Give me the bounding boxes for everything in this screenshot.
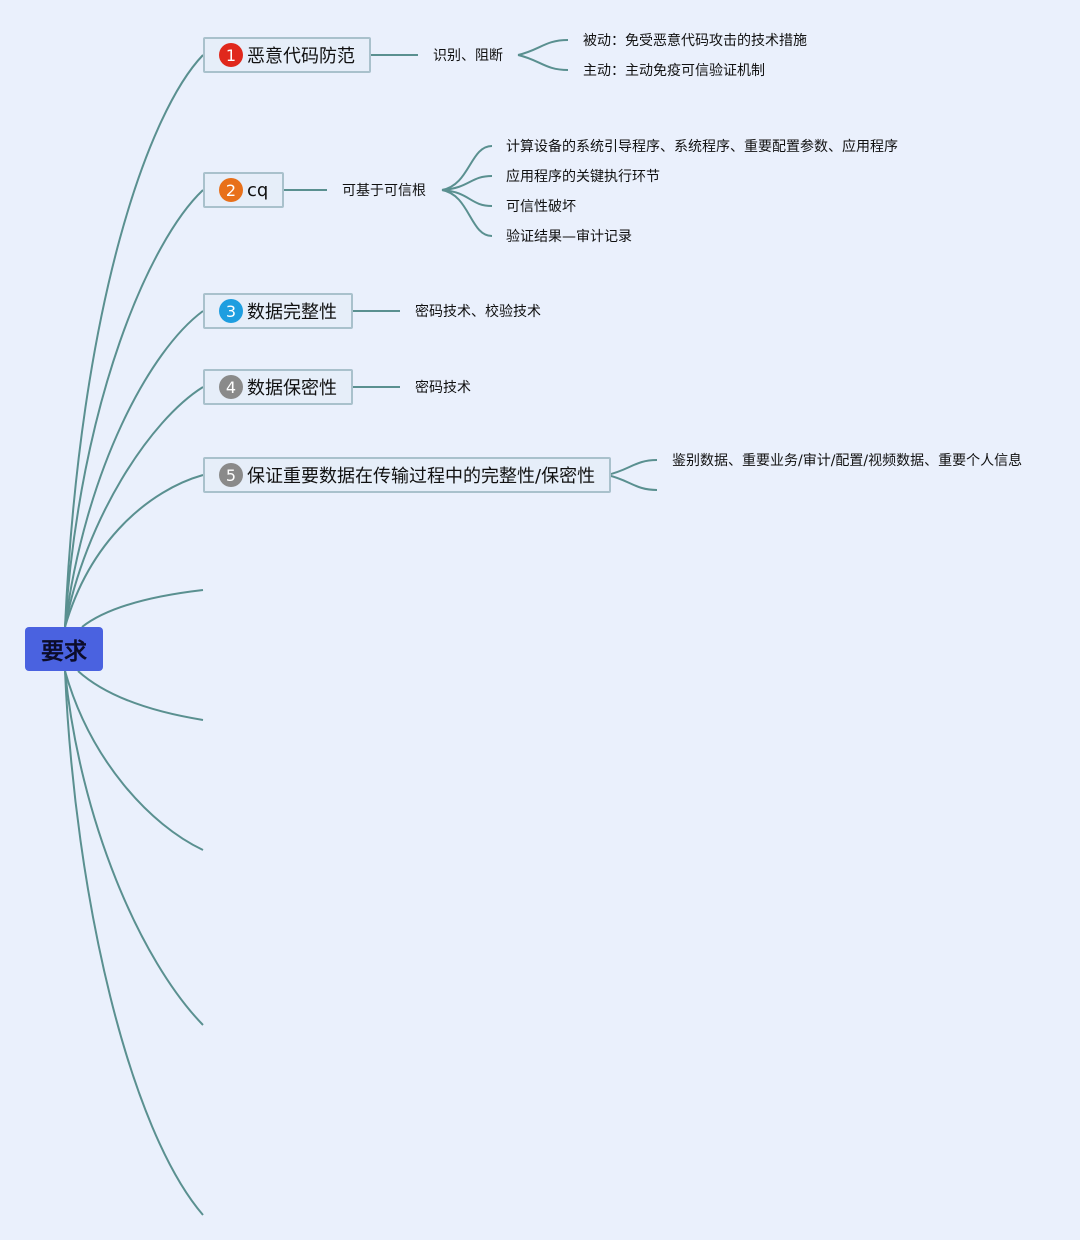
connector-root-branch-9 [64,670,204,1026]
connector-sub1-leaf-2 [517,54,569,71]
root-node[interactable]: 要求 [25,627,103,671]
connector-sub2-leaf-1 [441,145,493,191]
subtopic-node-2[interactable]: 可基于可信根 [342,183,426,199]
connector-root-branch-8 [64,670,204,851]
leaf-node-t2-2[interactable]: 应用程序的关键执行环节 [506,169,660,185]
topic-node-5[interactable]: 5 保证重要数据在传输过程中的完整性/保密性 [203,457,612,493]
connector-topic5-leaf-1 [606,459,658,476]
connector-sub2-leaf-4 [441,189,493,237]
topic-label: cq [247,179,269,201]
topic-node-2[interactable]: 2 cq [203,172,285,208]
connector-sub2-leaf-2 [441,175,493,191]
connector-root-branch-6 [81,589,204,628]
leaf-node-t2-4[interactable]: 验证结果—审计记录 [506,229,632,245]
connector-sub1-leaf-1 [517,39,569,56]
leaf-node-t1-1[interactable]: 被动：免受恶意代码攻击的技术措施 [583,33,807,49]
leaf-node-t1-2[interactable]: 主动：主动免疫可信验证机制 [583,63,765,79]
number-badge-icon: 4 [219,375,243,399]
connector-root-topic-5 [64,474,204,628]
connector-sub2-leaf-3 [441,189,493,207]
subtopic-node-4[interactable]: 密码技术 [415,380,471,396]
topic-label: 数据保密性 [247,378,337,399]
subtopic-node-1[interactable]: 识别、阻断 [433,48,503,64]
connector-root-topic-3 [64,310,204,628]
connector-root-branch-7 [77,670,204,721]
leaf-node-t2-3[interactable]: 可信性破坏 [506,199,576,215]
topic-label: 保证重要数据在传输过程中的完整性/保密性 [247,466,596,487]
topic-node-3[interactable]: 3 数据完整性 [203,293,353,329]
connector-root-topic-2 [64,189,204,628]
leaf-node-t2-1[interactable]: 计算设备的系统引导程序、系统程序、重要配置参数、应用程序 [506,139,898,155]
number-badge-icon: 5 [219,463,243,487]
connector-root-topic-4 [64,386,204,628]
number-badge-icon: 3 [219,299,243,323]
connector-topic5-leaf-2 [606,474,658,491]
number-badge-icon: 2 [219,178,243,202]
leaf-node-t5-1[interactable]: 鉴别数据、重要业务/审计/配置/视频数据、重要个人信息 [672,453,1023,469]
topic-node-1[interactable]: 1 恶意代码防范 [203,37,371,73]
topic-node-4[interactable]: 4 数据保密性 [203,369,353,405]
topic-label: 恶意代码防范 [247,46,355,67]
root-label: 要求 [41,639,87,665]
subtopic-node-3[interactable]: 密码技术、校验技术 [415,304,541,320]
topic-label: 数据完整性 [247,302,337,323]
connector-root-branch-10 [64,670,204,1216]
number-badge-icon: 1 [219,43,243,67]
connector-root-topic-1 [64,54,204,628]
